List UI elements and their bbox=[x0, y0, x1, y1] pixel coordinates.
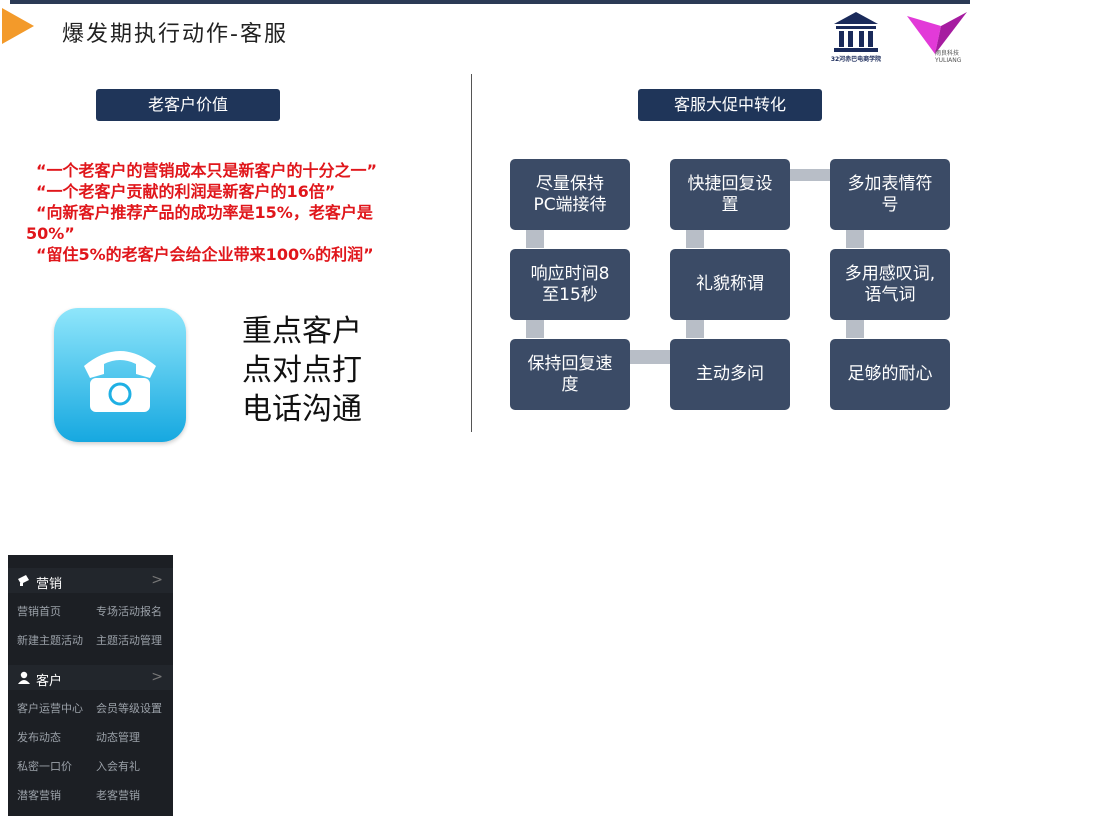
sidebar-section-marketing[interactable]: 营销 > bbox=[8, 568, 173, 593]
flow-connector bbox=[686, 320, 704, 338]
quote-line: “留住5%的老客户会给企业带来100%的利润” bbox=[36, 245, 374, 264]
sidebar-item-prospect-marketing[interactable]: 潜客营销 bbox=[17, 789, 61, 802]
telephone-icon bbox=[54, 308, 186, 442]
tip-box: 主动多问 bbox=[670, 339, 790, 410]
tip-box: 快捷回复设置 bbox=[670, 159, 790, 230]
academy-logo: 32河赤巴电商学院 bbox=[826, 10, 886, 63]
flow-connector bbox=[790, 169, 830, 181]
quote-line: “一个老客户贡献的利润是新客户的16倍” bbox=[36, 182, 336, 201]
tip-box: 礼貌称谓 bbox=[670, 249, 790, 320]
quote-line: “向新客户推荐产品的成功率是15%，老客户是 bbox=[36, 203, 373, 222]
quote-list: “一个老客户的营销成本只是新客户的十分之一” “一个老客户贡献的利润是新客户的1… bbox=[26, 160, 446, 265]
chevron-right-icon: > bbox=[151, 669, 163, 685]
sidebar-item-customer-ops[interactable]: 客户运营中心 bbox=[17, 702, 83, 715]
cs-conversion-heading: 客服大促中转化 bbox=[638, 89, 822, 121]
sidebar-item-marketing-home[interactable]: 营销首页 bbox=[17, 605, 61, 618]
quote-line: “一个老客户的营销成本只是新客户的十分之一” bbox=[36, 161, 378, 180]
sidebar-section-customers[interactable]: 客户 > bbox=[8, 665, 173, 690]
sidebar-item-update-mgmt[interactable]: 动态管理 bbox=[96, 731, 140, 744]
flow-connector bbox=[630, 350, 670, 364]
flow-connector bbox=[686, 230, 704, 248]
megaphone-icon bbox=[17, 574, 31, 591]
sidebar-item-join-gift[interactable]: 入会有礼 bbox=[96, 760, 140, 773]
tip-box: 足够的耐心 bbox=[830, 339, 950, 410]
tip-box: 多加表情符号 bbox=[830, 159, 950, 230]
chevron-right-icon: > bbox=[151, 572, 163, 588]
slide-title: 爆发期执行动作-客服 bbox=[62, 22, 288, 47]
flow-connector bbox=[846, 230, 864, 248]
sidebar-item-repeat-marketing[interactable]: 老客营销 bbox=[96, 789, 140, 802]
sidebar-item-event-signup[interactable]: 专场活动报名 bbox=[96, 605, 162, 618]
title-rule bbox=[10, 0, 970, 4]
sidebar-item-new-theme-event[interactable]: 新建主题活动 bbox=[17, 634, 83, 647]
sidebar-item-theme-event-mgmt[interactable]: 主题活动管理 bbox=[96, 634, 162, 647]
tip-box: 多用感叹词,语气词 bbox=[830, 249, 950, 320]
sidebar-item-post-update[interactable]: 发布动态 bbox=[17, 731, 61, 744]
phone-callout: 重点客户 点对点打 电话沟通 bbox=[242, 314, 362, 427]
flow-connector bbox=[526, 230, 544, 248]
tip-box: 保持回复速度 bbox=[510, 339, 630, 410]
admin-sidebar: 营销 > 营销首页 专场活动报名 新建主题活动 主题活动管理 客户 > 客户运营… bbox=[8, 555, 173, 816]
user-icon bbox=[17, 671, 31, 688]
sidebar-item-private-price[interactable]: 私密一口价 bbox=[17, 760, 72, 773]
title-arrow-icon bbox=[2, 8, 34, 44]
sidebar-item-member-level[interactable]: 会员等级设置 bbox=[96, 702, 162, 715]
column-divider bbox=[471, 74, 472, 432]
quote-line: 50%” bbox=[26, 224, 75, 243]
flow-connector bbox=[526, 320, 544, 338]
old-customer-value-heading: 老客户价值 bbox=[96, 89, 280, 121]
flow-connector bbox=[846, 320, 864, 338]
